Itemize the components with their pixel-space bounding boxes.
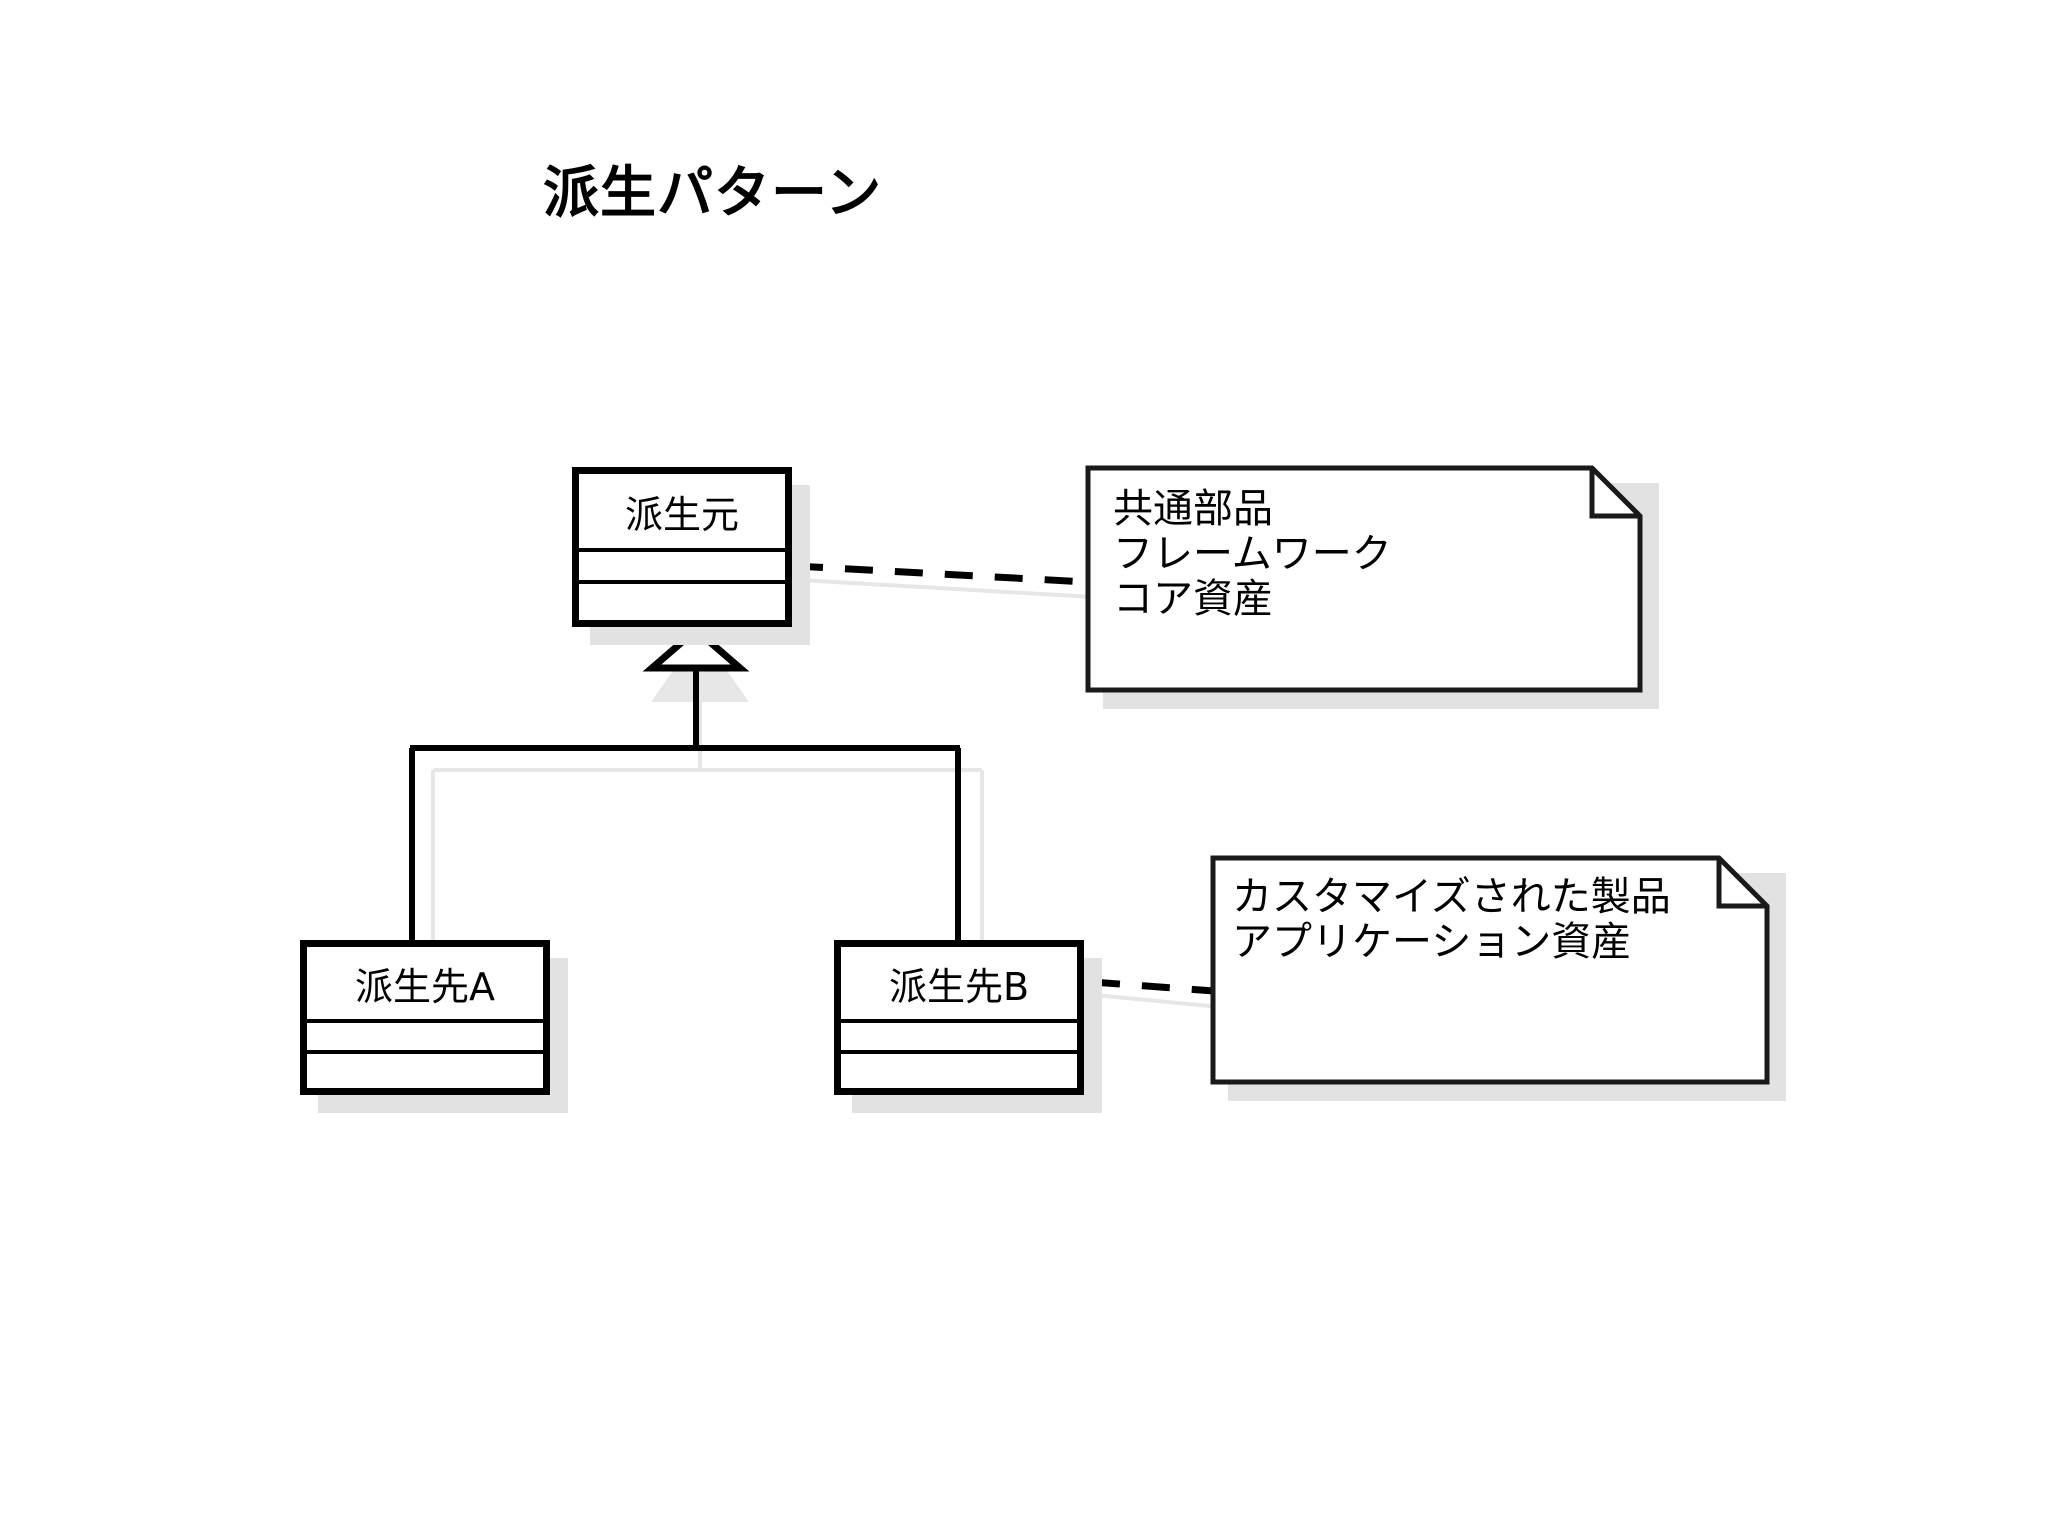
class-attributes-base <box>579 552 785 584</box>
note-line: コア資産 <box>1113 575 1273 622</box>
generalization-connector <box>409 668 961 940</box>
class-box-derived-a[interactable]: 派生先A <box>300 940 550 1095</box>
class-attributes-derived-b <box>841 1023 1077 1054</box>
class-name-derived-a: 派生先A <box>307 947 543 1023</box>
class-name-base: 派生元 <box>579 474 785 552</box>
note-body-app <box>1210 855 1770 1085</box>
class-attributes-derived-a <box>307 1023 543 1054</box>
class-box-base[interactable]: 派生元 <box>572 467 792 627</box>
note-text-core: 共通部品 フレームワーク コア資産 <box>1113 487 1392 621</box>
note-core[interactable]: 共通部品 フレームワーク コア資産 <box>1085 465 1643 693</box>
note-body-core <box>1085 465 1643 693</box>
class-operations-base <box>579 584 785 620</box>
note-line: フレームワーク <box>1113 530 1392 577</box>
class-operations-derived-a <box>307 1054 543 1088</box>
class-operations-derived-b <box>841 1054 1077 1088</box>
note-fold-corner-icon-core <box>1589 468 1640 519</box>
class-name-derived-b: 派生先B <box>841 947 1077 1023</box>
note-line: 共通部品 <box>1113 486 1273 532</box>
connector-shadows <box>431 578 1231 1010</box>
note-line: アプリケーション資産 <box>1232 918 1632 965</box>
note-line: カスタマイズされた製品 <box>1232 874 1671 920</box>
note-fold-corner-icon-app <box>1716 858 1767 909</box>
page-title: 派生パターン <box>543 161 883 226</box>
note-text-app: カスタマイズされた製品 アプリケーション資産 <box>1232 875 1671 965</box>
class-box-derived-b[interactable]: 派生先B <box>834 940 1084 1095</box>
note-app[interactable]: カスタマイズされた製品 アプリケーション資産 <box>1210 855 1770 1085</box>
generalization-triangle-icon <box>642 625 750 672</box>
note-anchor-line-core <box>794 562 1106 587</box>
note-anchor-line-app <box>1091 978 1229 996</box>
